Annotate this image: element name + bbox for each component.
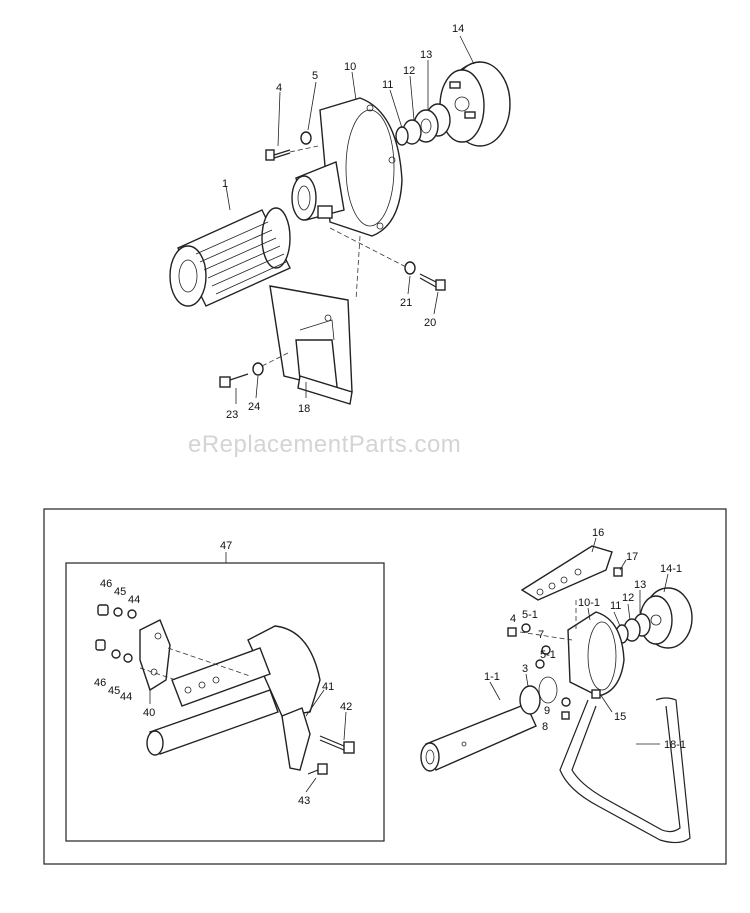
bolt-part-42 <box>319 735 355 754</box>
part-15 <box>591 689 601 699</box>
label-part-7: 7 <box>538 629 544 641</box>
label-part-1-1: 1-1 <box>484 671 500 683</box>
label-part-14-1: 14-1 <box>660 563 682 575</box>
bearing-stack-parts-11-13 <box>395 103 451 146</box>
label-part-20: 20 <box>424 317 436 329</box>
label-part-24: 24 <box>248 401 260 413</box>
label-part-5-1-lower: 5-1 <box>540 649 556 661</box>
label-part-4: 4 <box>276 82 282 94</box>
label-part-13-kit: 13 <box>634 579 646 591</box>
grip-part-1 <box>169 207 291 307</box>
label-part-13: 13 <box>420 49 432 61</box>
label-part-46-lower: 46 <box>94 677 106 689</box>
bracket-part-16 <box>520 545 613 601</box>
label-part-9: 9 <box>544 705 550 717</box>
frame-part-18-1 <box>559 697 691 844</box>
label-part-44-lower: 44 <box>120 691 132 703</box>
gear-case-part-10 <box>291 97 403 237</box>
part-7 <box>541 645 551 655</box>
kit-gearcase <box>171 625 321 717</box>
label-part-4-kit: 4 <box>510 613 516 625</box>
bolt-part-43 <box>307 763 328 775</box>
label-part-44-upper: 44 <box>128 594 140 606</box>
label-part-11-kit: 11 <box>610 600 621 612</box>
watermark: eReplacementParts.com <box>188 431 461 458</box>
kit-frame <box>43 508 727 865</box>
clutch-drum-part-14 <box>439 61 511 147</box>
label-part-41: 41 <box>322 681 334 693</box>
label-part-12: 12 <box>403 65 415 77</box>
label-part-21: 21 <box>400 297 412 309</box>
label-part-40: 40 <box>143 707 155 719</box>
label-part-10: 10 <box>344 61 356 73</box>
label-part-12-kit: 12 <box>622 592 634 604</box>
label-part-5-1-upper: 5-1 <box>522 609 538 621</box>
label-part-14: 14 <box>452 23 464 35</box>
label-part-23: 23 <box>226 409 238 421</box>
bolt-part-4-kit <box>507 627 517 637</box>
fastener-set-upper <box>97 604 137 619</box>
washer-part-5 <box>300 131 312 145</box>
part-9 <box>561 697 571 707</box>
label-part-16: 16 <box>592 527 604 539</box>
label-part-1: 1 <box>222 178 228 190</box>
label-part-43: 43 <box>298 795 310 807</box>
bolt-part-4 <box>265 149 291 161</box>
label-part-45-lower: 45 <box>108 685 120 697</box>
label-part-18: 18 <box>298 403 310 415</box>
bolt-part-17 <box>613 567 623 577</box>
washer-part-5-1 <box>521 623 531 633</box>
bolt-part-20 <box>419 273 446 291</box>
washer-part-21 <box>404 261 416 275</box>
fastener-set-lower <box>95 639 133 663</box>
washer-part-24 <box>252 362 264 376</box>
label-part-42: 42 <box>340 701 352 713</box>
label-part-10-1: 10-1 <box>578 597 600 609</box>
clamp-part-40 <box>139 619 171 692</box>
label-kit-47: 47 <box>220 540 232 552</box>
label-part-3: 3 <box>522 663 528 675</box>
tube-part-1-1 <box>425 703 537 771</box>
label-part-18-1: 18-1 <box>664 739 686 751</box>
bracket-part-18 <box>269 285 353 405</box>
label-part-46-upper: 46 <box>100 578 112 590</box>
label-part-11: 11 <box>382 79 393 91</box>
label-part-45-upper: 45 <box>114 586 126 598</box>
bolt-part-23 <box>219 376 231 388</box>
kit-47-frame <box>65 562 385 842</box>
gear-case-part-10-1 <box>567 611 625 697</box>
label-part-15: 15 <box>614 711 626 723</box>
washer-part-5-1-lower <box>535 659 545 669</box>
label-part-5: 5 <box>312 70 318 82</box>
clamp-part-41 <box>281 707 311 771</box>
label-part-17: 17 <box>626 551 638 563</box>
ring-part-3 <box>519 685 541 715</box>
label-part-8: 8 <box>542 721 548 733</box>
part-8 <box>561 711 570 720</box>
tube-part <box>149 689 279 755</box>
